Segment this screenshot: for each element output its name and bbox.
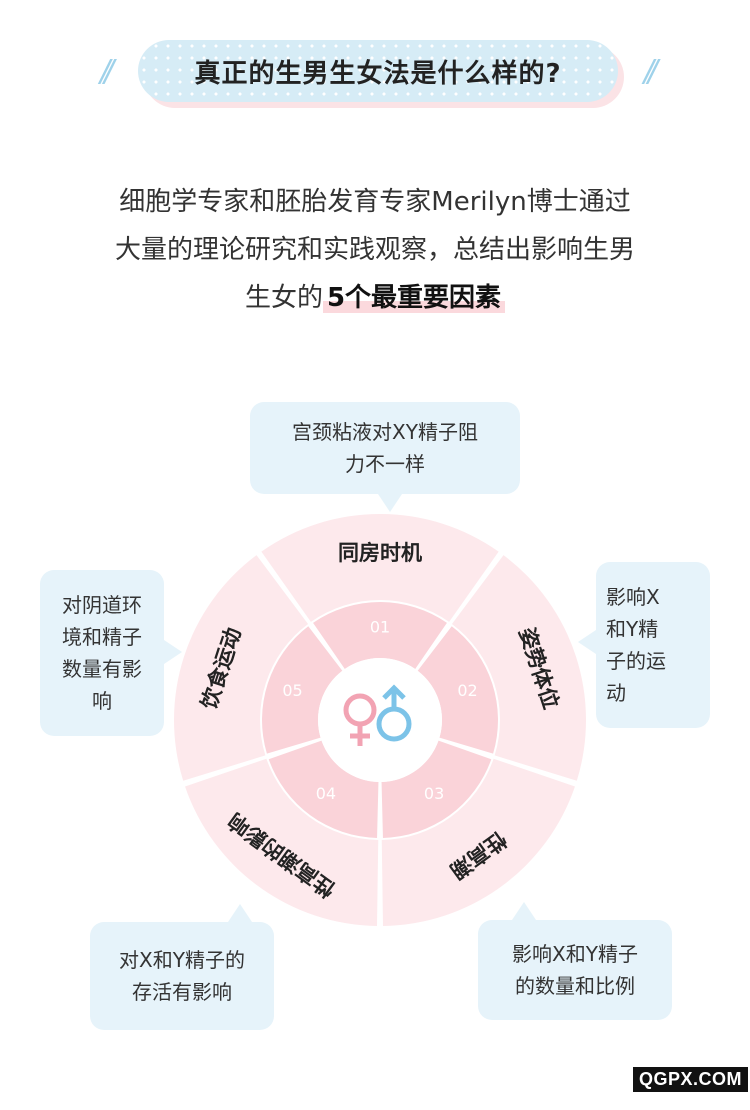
intro-line-3-prefix: 生女的 bbox=[244, 283, 323, 313]
segment-number-02: 02 bbox=[457, 681, 477, 700]
bubble-right-tail bbox=[578, 630, 596, 654]
intro-paragraph: 细胞学专家和胚胎发育专家Merilyn博士通过 大量的理论研究和实践观察，总结出… bbox=[40, 178, 710, 322]
watermark: QGPX.COM bbox=[632, 1067, 748, 1092]
bubble-right-line-2: 和Y精 bbox=[606, 617, 659, 641]
gender-symbols-icon bbox=[343, 684, 412, 746]
intro-line-1: 细胞学专家和胚胎发育专家Merilyn博士通过 bbox=[119, 187, 631, 217]
bubble-top: 宫颈粘液对XY精子阻 力不一样 bbox=[250, 402, 520, 512]
title-banner: // 真正的生男生女法是什么样的? // bbox=[96, 36, 658, 108]
segment-inner-02 bbox=[417, 626, 498, 754]
intro-line-2: 大量的理论研究和实践观察，总结出影响生男 bbox=[114, 235, 635, 265]
bubble-bottom-right-tail bbox=[512, 902, 536, 920]
bubble-left-line-2: 境和精子 bbox=[62, 625, 142, 649]
slash-decoration-right: // bbox=[643, 54, 658, 89]
bubble-top-tail bbox=[378, 494, 402, 512]
bubble-left-line-4: 响 bbox=[92, 689, 112, 713]
bubble-bottom-right-line-2: 的数量和比例 bbox=[514, 974, 635, 998]
bubble-bottom-right-line-1: 影响X和Y精子 bbox=[512, 942, 638, 966]
bubble-bottom-left-tail bbox=[228, 904, 252, 922]
slash-decoration-left: // bbox=[100, 54, 114, 89]
bubble-right: 影响X 和Y精 子的运 动 bbox=[578, 562, 710, 728]
bubble-left-line-3: 数量有影 bbox=[62, 657, 142, 681]
segment-outer-02 bbox=[451, 555, 586, 781]
segment-number-01: 01 bbox=[370, 618, 390, 637]
bubble-bottom-left: 对X和Y精子的 存活有影响 bbox=[90, 904, 274, 1030]
female-symbol-icon bbox=[343, 693, 377, 746]
segment-inner-04 bbox=[268, 740, 379, 838]
bubble-right-line-3: 子的运 bbox=[606, 649, 666, 673]
segment-outer-04 bbox=[185, 758, 379, 926]
segment-inner-05 bbox=[262, 626, 343, 754]
bubble-left-tail bbox=[164, 640, 182, 664]
page-title: 真正的生男生女法是什么样的? bbox=[194, 58, 562, 89]
bubble-left-line-1: 对阴道环 bbox=[62, 593, 142, 617]
bubble-right-line-1: 影响X bbox=[606, 585, 660, 609]
segment-outer-05 bbox=[174, 555, 309, 781]
wheel-segment-01: 01 同房时机 bbox=[261, 514, 499, 669]
bubble-top-line-2: 力不一样 bbox=[344, 452, 425, 476]
segment-number-04: 04 bbox=[316, 784, 336, 803]
bubble-bottom-left-line-1: 对X和Y精子的 bbox=[119, 948, 245, 972]
segment-inner-01 bbox=[313, 602, 447, 669]
title-pill: 真正的生男生女法是什么样的? bbox=[138, 40, 618, 102]
segment-inner-03 bbox=[381, 740, 492, 838]
bubble-left: 对阴道环 境和精子 数量有影 响 bbox=[40, 570, 182, 736]
male-symbol-icon bbox=[376, 684, 412, 742]
bubble-right-line-4: 动 bbox=[606, 681, 626, 705]
bubble-bottom-left-line-2: 存活有影响 bbox=[131, 980, 232, 1004]
intro-emphasis: 5个最重要因素 bbox=[322, 283, 506, 313]
bubble-bottom-right: 影响X和Y精子 的数量和比例 bbox=[478, 902, 672, 1020]
male-symbol-arrow bbox=[382, 684, 406, 700]
segment-outer-01 bbox=[261, 514, 499, 622]
segment-label-01: 同房时机 bbox=[338, 541, 422, 565]
segment-number-03: 03 bbox=[424, 784, 444, 803]
bubble-top-line-1: 宫颈粘液对XY精子阻 bbox=[292, 420, 478, 444]
segment-number-05: 05 bbox=[282, 681, 302, 700]
segment-outer-03 bbox=[381, 758, 575, 926]
